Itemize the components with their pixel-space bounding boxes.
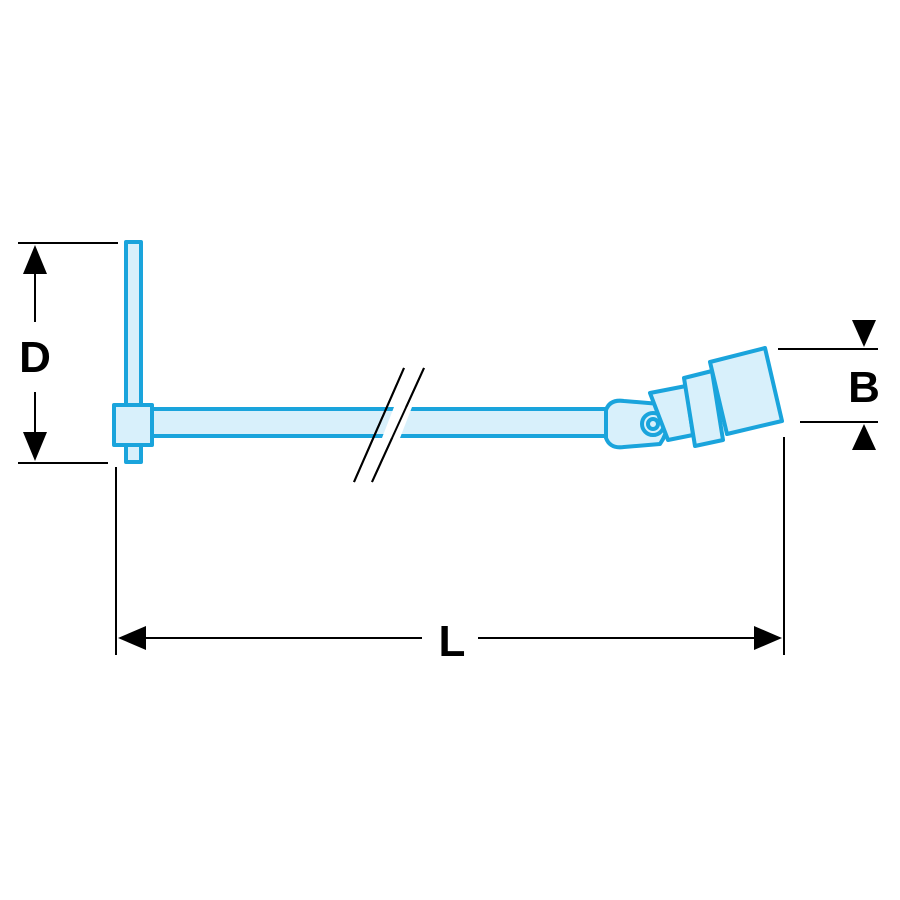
socket-middle	[682, 369, 725, 448]
joint-pivot-inner	[646, 417, 660, 431]
d-arrow-up	[23, 245, 47, 274]
dimension-b	[778, 320, 878, 450]
dimension-b-label: B	[848, 363, 880, 412]
t-handle-socket-wrench	[112, 240, 784, 464]
d-arrow-down	[23, 432, 47, 461]
b-arrow-up	[852, 424, 876, 450]
handle-hub	[112, 403, 154, 447]
b-arrow-down	[852, 320, 876, 347]
break-mark-left-overlay	[353, 367, 405, 483]
socket-head	[708, 346, 784, 436]
l-arrow-right	[754, 626, 782, 650]
break-mark-right-overlay	[371, 367, 425, 483]
dimension-d-label: D	[19, 333, 51, 382]
shaft-break-gap	[382, 407, 412, 438]
shaft	[148, 407, 608, 438]
dimension-l-label: L	[439, 617, 466, 666]
dimension-l	[115, 437, 785, 655]
dimension-d	[18, 242, 118, 464]
l-arrow-left	[118, 626, 146, 650]
